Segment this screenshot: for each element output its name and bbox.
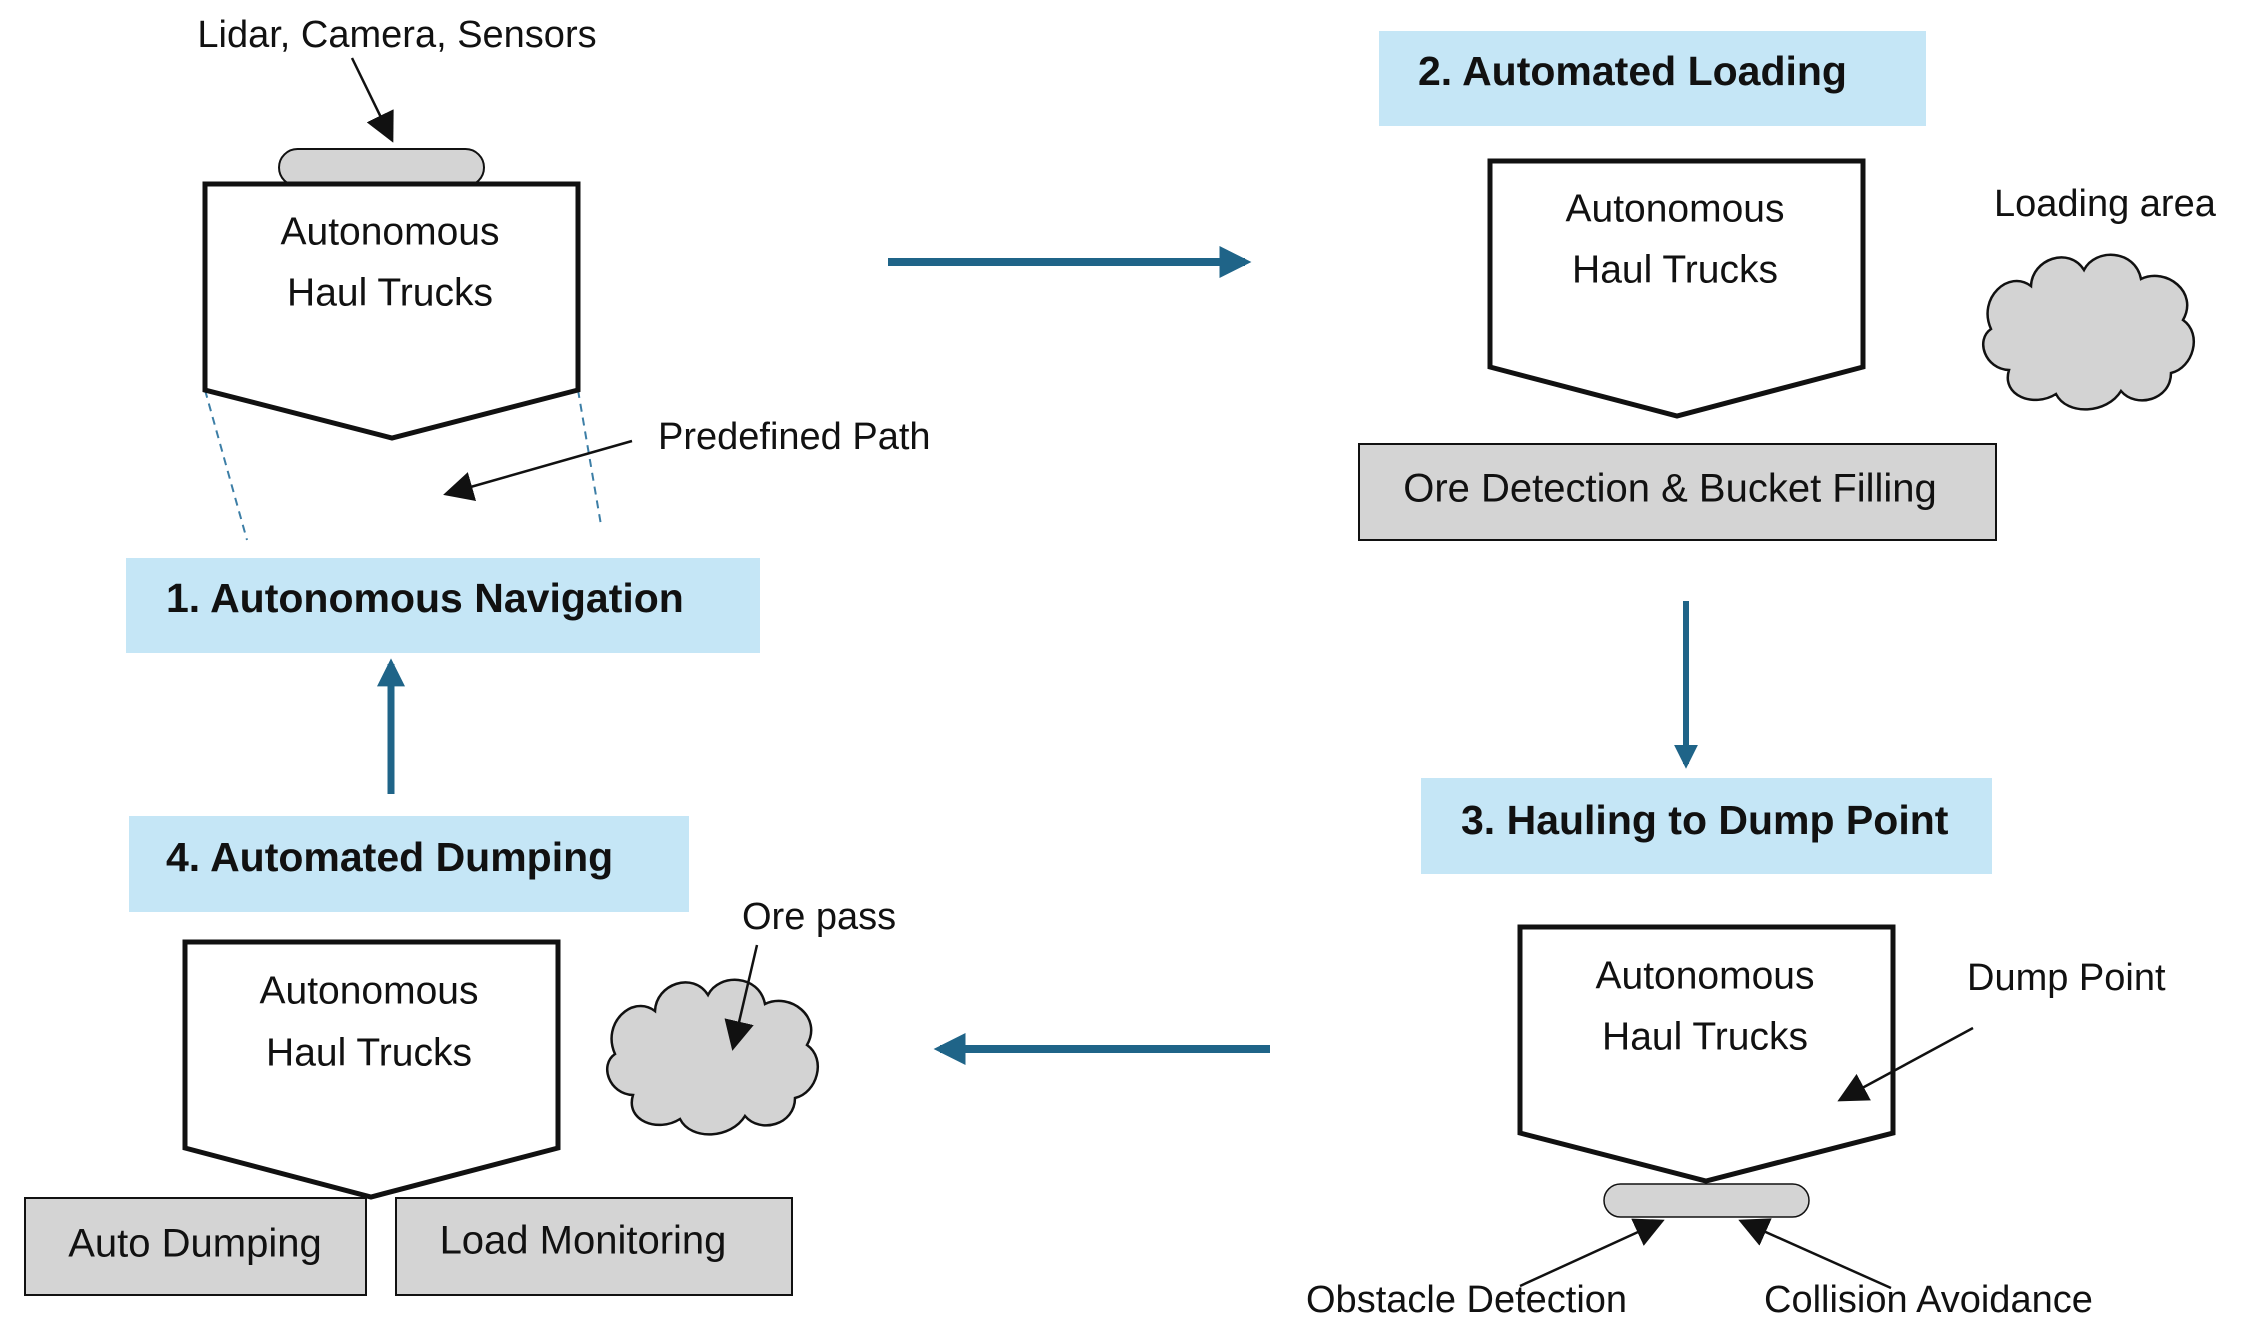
sensor-pod-icon [1603,1183,1810,1218]
sensors-label: Lidar, Camera, Sensors [197,14,596,56]
truck-shape [202,181,581,441]
pointer-arrow-icon [1738,1218,1892,1290]
obstacle-detection-label: Obstacle Detection [1306,1279,1627,1321]
path-guide-left [204,389,248,541]
stage-hauling: 3. Hauling to Dump Point Autonomous Haul… [1306,778,2166,1321]
cloud-icon [1981,253,2196,411]
pointer-arrow-icon [1837,1026,1974,1102]
truck-label-line2: Haul Trucks [1572,248,1778,291]
truck-shape [1487,158,1866,419]
ore-detection-label: Ore Detection & Bucket Filling [1403,467,1937,511]
pointer-arrow-icon [1519,1218,1665,1288]
load-monitoring-box [395,1197,793,1296]
auto-dumping-box [24,1197,367,1296]
pointer-arrow-icon [443,439,633,502]
truck-label-line1: Autonomous [260,969,479,1012]
truck-label-line1: Autonomous [281,210,500,253]
stage-title: 1. Autonomous Navigation [166,575,684,621]
pointer-arrow-icon [724,944,759,1051]
stage-title: 4. Automated Dumping [166,834,613,880]
stage-title-bar [126,558,760,653]
dump-point-label: Dump Point [1967,957,2166,999]
collision-avoidance-label: Collision Avoidance [1764,1279,2093,1321]
stage-title: 3. Hauling to Dump Point [1461,797,1949,843]
auto-dumping-label: Auto Dumping [68,1222,321,1266]
load-monitoring-label: Load Monitoring [440,1219,727,1263]
truck-label-line1: Autonomous [1566,187,1785,230]
stage-title-bar [129,816,689,912]
loading-area-label: Loading area [1994,183,2217,225]
cloud-icon [605,978,820,1136]
stage-title: 2. Automated Loading [1418,48,1847,94]
truck-shape [182,939,561,1200]
truck-label-line2: Haul Trucks [287,271,493,314]
truck-label-line1: Autonomous [1596,954,1815,997]
pointer-arrow-icon [350,57,394,143]
flow-arrows [377,246,1698,1065]
stage-title-bar [1421,778,1992,874]
predefined-path-label: Predefined Path [658,416,931,458]
stage-dumping: 4. Automated Dumping Autonomous Haul Tru… [24,816,896,1296]
truck-label-line2: Haul Trucks [1602,1015,1808,1058]
truck-label-line2: Haul Trucks [266,1031,472,1074]
path-guide-right [577,389,602,526]
stage-navigation: Lidar, Camera, Sensors Autonomous Haul T… [126,14,931,653]
ore-pass-label: Ore pass [742,896,896,938]
stage-loading: 2. Automated Loading Autonomous Haul Tru… [1358,31,2217,541]
sensor-pod-icon [278,148,485,187]
ore-detection-box [1358,443,1997,541]
stage-title-bar [1379,31,1926,126]
truck-shape [1517,924,1896,1184]
